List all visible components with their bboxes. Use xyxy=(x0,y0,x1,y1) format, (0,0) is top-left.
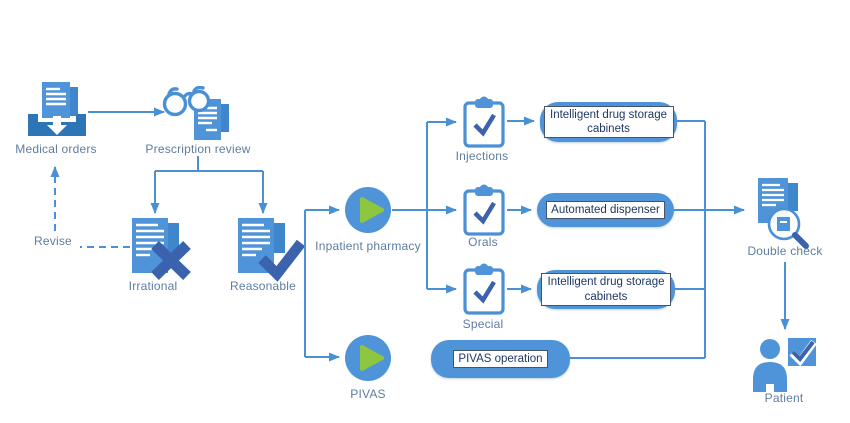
special-label: Special xyxy=(462,317,504,331)
person-check-icon xyxy=(748,334,818,397)
reasonable-label: Reasonable xyxy=(229,279,297,293)
double-check-label: Double check xyxy=(747,244,823,258)
inpatient-pharmacy-label: Inpatient pharmacy xyxy=(315,239,421,253)
automated-dispenser-box-label: Automated dispenser xyxy=(546,200,665,219)
storage-cabinets-box-label: Intelligent drug storage cabinets xyxy=(541,273,671,306)
injections-label: Injections xyxy=(455,149,509,163)
clipboard-check-icon xyxy=(462,184,506,241)
document-check-icon xyxy=(234,218,306,287)
storage-cabinets-box-injections: Intelligent drug storage cabinets xyxy=(540,102,677,142)
pivas-operation-box: PIVAS operation xyxy=(431,340,570,378)
medical-orders-label: Medical orders xyxy=(15,142,97,156)
play-circle-icon xyxy=(344,186,392,239)
orals-label: Orals xyxy=(468,235,498,249)
binoculars-document-icon xyxy=(160,85,234,151)
revise-label: Revise xyxy=(34,234,72,248)
storage-cabinets-box-label: Intelligent drug storage cabinets xyxy=(543,105,674,139)
document-magnifier-icon xyxy=(750,178,814,255)
storage-cabinets-box-special: Intelligent drug storage cabinets xyxy=(537,270,675,309)
irrational-label: Irrational xyxy=(128,279,178,293)
patient-label: Patient xyxy=(764,391,804,405)
document-x-icon xyxy=(126,218,192,287)
clipboard-check-icon xyxy=(462,263,506,320)
prescription-review-label: Prescription review xyxy=(145,142,251,156)
pivas-label: PIVAS xyxy=(350,387,386,401)
pivas-operation-box-label: PIVAS operation xyxy=(453,349,548,368)
clipboard-check-icon xyxy=(462,96,506,153)
automated-dispenser-box: Automated dispenser xyxy=(537,193,674,227)
play-circle-icon xyxy=(344,334,392,387)
document-inbox-icon xyxy=(26,82,88,143)
